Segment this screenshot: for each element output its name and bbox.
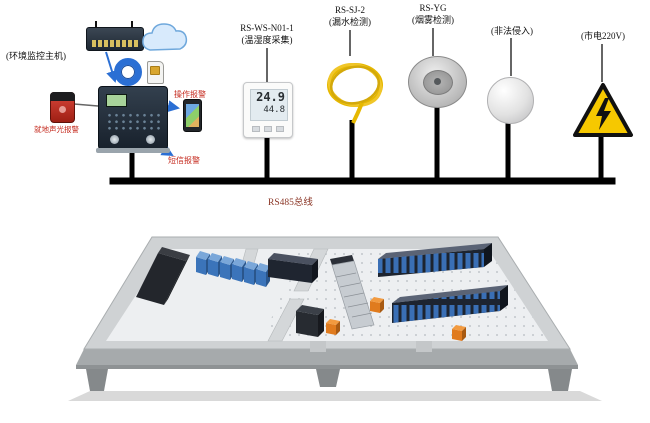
mid-rack-front [268, 259, 312, 283]
server-row-back [378, 243, 492, 277]
slab-front [76, 349, 578, 365]
mid-rack-top [268, 253, 318, 265]
leak-sensor-subtitle: (漏水检测) [329, 17, 371, 27]
dark-rack-side [164, 255, 190, 305]
host-knob [110, 135, 119, 144]
network-router [86, 21, 144, 51]
smoke-detector-center [434, 78, 441, 85]
slab-leg [548, 369, 572, 391]
monitoring-host-device [96, 86, 170, 153]
thermo-buttons [252, 126, 284, 132]
intrusion-sensor-ball [487, 77, 534, 124]
corridor-row-top [330, 255, 354, 265]
temp-sensor-title: RS-WS-N01-1 [240, 23, 294, 33]
standalone-cabinet [296, 305, 324, 337]
smoke-sensor-subtitle: (烟雾检测) [412, 15, 454, 25]
slab-leg [316, 369, 340, 387]
bus-label: RS485总线 [268, 198, 313, 208]
water-leak-cable [327, 63, 383, 124]
thermo-display: 24.9 44.8 [250, 89, 288, 121]
host-lcd-screen [106, 94, 127, 107]
raised-floor-grid [262, 249, 548, 341]
front-wall-stub [310, 341, 326, 352]
sim-card-icon [147, 61, 164, 84]
divider-wall [267, 298, 305, 342]
sms-alarm-label: 短信报警 [168, 156, 200, 165]
host-button-grid [106, 112, 160, 132]
local-alarm-label: 就地声光报警 [34, 125, 79, 134]
connection-lines [73, 28, 616, 185]
internet-cloud-icon [142, 23, 188, 51]
link-alarm-to-host [73, 103, 99, 107]
host-knob [146, 135, 155, 144]
server-row-front [392, 285, 508, 323]
host-base [96, 148, 170, 153]
thermo-humidity-value: 44.8 [263, 105, 285, 115]
smartphone-icon [183, 99, 202, 132]
sound-light-alarm-device [50, 92, 75, 123]
host-label: (环境监控主机) [6, 51, 66, 61]
temp-sensor-subtitle: (温湿度采集) [241, 35, 293, 45]
dark-rack-front [136, 253, 186, 305]
lightning-bolt-icon [596, 98, 611, 130]
intrusion-sensor-label: (非法侵入) [491, 26, 533, 36]
thermo-temperature-value: 24.9 [256, 90, 285, 104]
orange-box [452, 325, 466, 341]
network-cable-coil-icon [114, 58, 142, 86]
smoke-sensor-title: RS-YG [419, 3, 447, 13]
orange-box [370, 297, 384, 313]
arrow-router-to-host [105, 51, 118, 83]
temp-humidity-sensor-device: 24.9 44.8 [243, 82, 293, 138]
sim-chip [150, 66, 160, 75]
router-antenna-icon [131, 21, 133, 28]
smoke-detector-device [408, 56, 467, 108]
slab-leg [86, 369, 108, 391]
arrow-host-to-phone [166, 100, 180, 113]
power-warning-sign [573, 83, 633, 137]
mid-rack-side [312, 259, 318, 283]
orange-box [326, 319, 340, 335]
smartphone-screen [186, 104, 199, 127]
phone-alarm-label: 操作报警 [174, 90, 206, 99]
power-sign-label: (市电220V) [581, 31, 625, 41]
server-room-illustration [68, 236, 602, 401]
router-antenna-icon [95, 21, 97, 28]
dark-rack-top [158, 247, 190, 261]
leak-sensor-title: RS-SJ-2 [334, 5, 366, 15]
front-wall-stub [416, 341, 432, 352]
room-shadow [68, 391, 602, 401]
